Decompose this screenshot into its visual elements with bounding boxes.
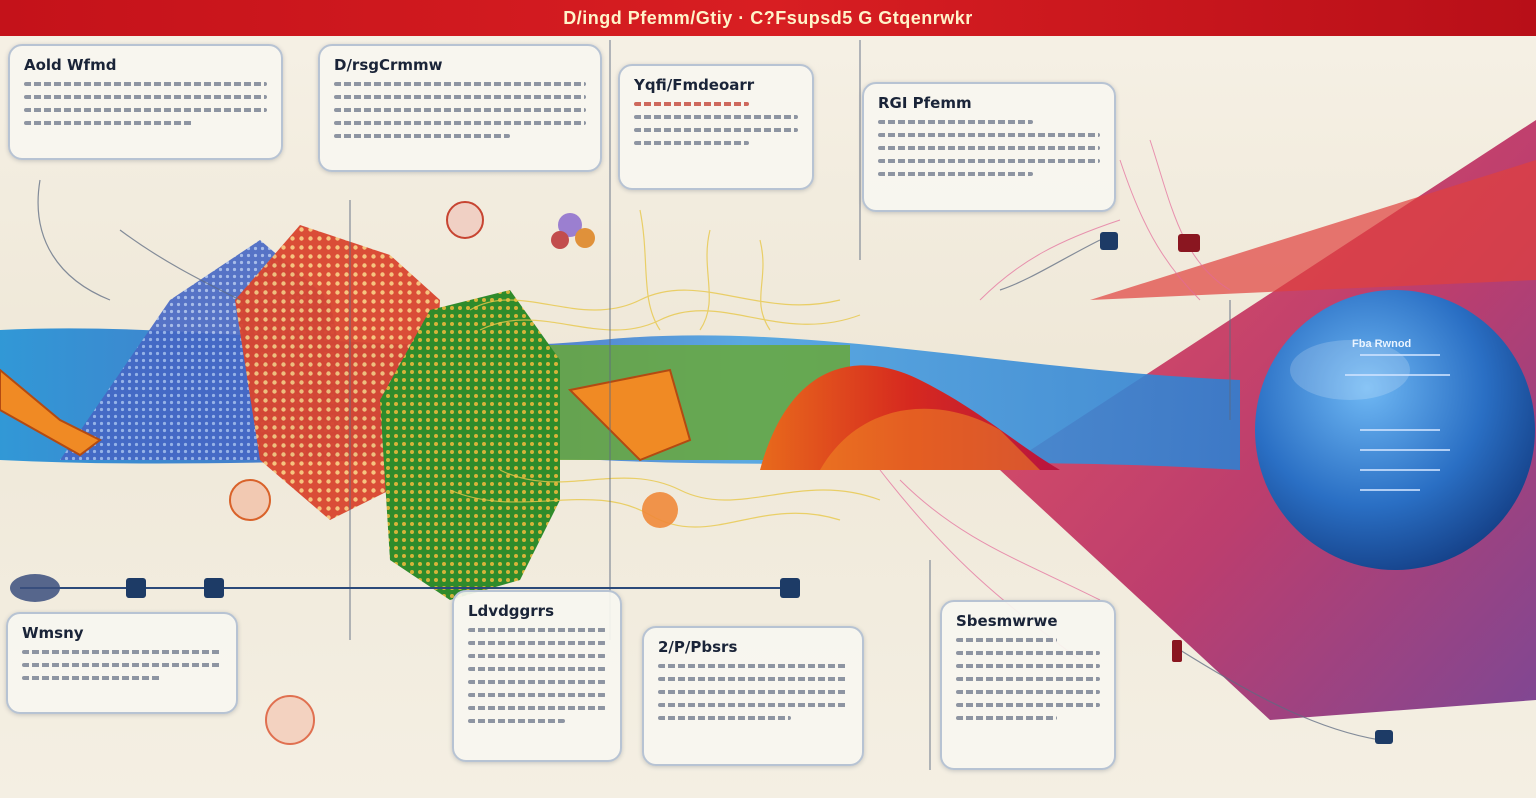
page-title: D/ingd Pfemm/Gtiy · C?Fsupsd5 G Gtqenrwk…	[0, 0, 1536, 36]
panel-title: Sbesmwrwe	[956, 612, 1058, 630]
panel-title: Wmsny	[22, 624, 84, 642]
panel-title: Aold Wfmd	[24, 56, 117, 74]
connector-lines	[37, 40, 1381, 770]
panel-top-left: Aold Wfmd	[8, 44, 283, 160]
sphere-label: Fba Rwnod	[1352, 338, 1411, 350]
panel-top-middle: Yqfi/Fmdeoarr	[618, 64, 814, 190]
panel-bottom-center-right: 2/P/Pbsrs	[642, 626, 864, 766]
panel-title: RGI Pfemm	[878, 94, 972, 112]
pipeline-start-node	[10, 574, 60, 602]
green-cluster	[380, 290, 560, 600]
panel-bottom-right: Sbesmwrwe	[940, 600, 1116, 770]
panel-title: D/rsgCrmmw	[334, 56, 443, 74]
panel-title: 2/P/Pbsrs	[658, 638, 738, 656]
panel-bottom-center-left: Ldvdggrrs	[452, 590, 622, 762]
sphere-title: Fba Rwnod	[1352, 338, 1412, 350]
panel-top-center: D/rsgCrmmw	[318, 44, 602, 172]
panel-title: Yqfi/Fmdeoarr	[634, 76, 755, 94]
banner-title: D/ingd Pfemm/Gtiy · C?Fsupsd5 G Gtqenrwk…	[563, 7, 973, 28]
yellow-filaments	[449, 209, 881, 528]
panel-bottom-left: Wmsny	[6, 612, 238, 714]
panel-title: Ldvdggrrs	[468, 602, 555, 620]
orange-arrow-left	[0, 368, 102, 457]
panel-top-right: RGI Pfemm	[862, 82, 1116, 212]
orange-arrow-mid	[567, 368, 692, 462]
pink-filaments	[879, 139, 1231, 661]
